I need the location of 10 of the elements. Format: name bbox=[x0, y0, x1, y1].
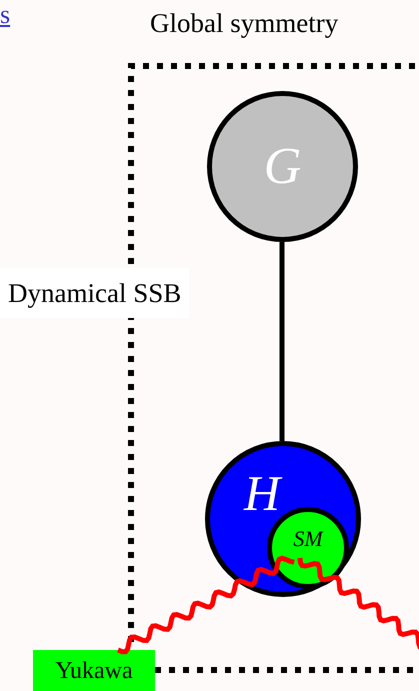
side-label: Dynamical SSB bbox=[0, 268, 190, 318]
link-text: s bbox=[0, 2, 10, 28]
wavy-line bbox=[298, 558, 419, 651]
node-label: G bbox=[264, 140, 302, 192]
label-box bbox=[33, 650, 155, 691]
node-label: Yukawa bbox=[55, 658, 133, 682]
heading-text: Global symmetry bbox=[150, 10, 338, 37]
node-label: SM bbox=[293, 528, 323, 550]
node-label: H bbox=[244, 468, 280, 518]
connector-line bbox=[280, 242, 284, 441]
